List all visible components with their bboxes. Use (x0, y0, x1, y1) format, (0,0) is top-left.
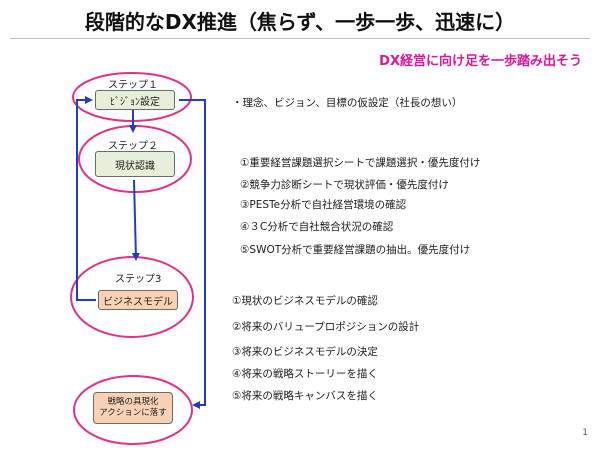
step2-item-1: ①重要経営課題選択シートで課題選択・優先度付け (240, 157, 481, 169)
step3-item-1: ①現状のビジネスモデルの確認 (232, 295, 378, 307)
step1-label: ステップ１ (108, 80, 158, 91)
step1-item: ・理念、ビジョン、目標の仮設定（社長の想い） (232, 97, 463, 109)
title-divider (10, 38, 590, 39)
step2-label: ステップ２ (108, 141, 158, 152)
action-plan-box: 戦略の具現化 アクションに落す (93, 392, 173, 424)
step2-item-4: ④３C分析で自社競合状況の確認 (240, 221, 394, 233)
step3-label: ステップ3 (115, 274, 162, 285)
action-plan-line1: 戦略の具現化 (107, 396, 159, 407)
current-state-box: 現状認識 (95, 151, 175, 177)
business-model-box: ビジネスモデル (98, 290, 178, 310)
slide-subtitle: DX経営に向け足を一歩踏み出そう (379, 54, 582, 69)
page-title: 段階的なDX推進（焦らず、一歩一歩、迅速に） (84, 10, 516, 34)
step3-item-5: ⑤将来の戦略キャンバスを描く (232, 390, 378, 402)
final-highlight-ellipse (73, 375, 193, 445)
step3-item-3: ③将来のビジネスモデルの決定 (232, 346, 378, 358)
feedback-loop-arrow (76, 96, 96, 301)
step3-item-4: ④将来の戦略ストーリーを描く (232, 368, 378, 380)
arrow-step2-to-step3 (131, 179, 140, 261)
step3-item-2: ②将来のバリュープロポジションの設計 (232, 321, 420, 333)
page-number: 1 (582, 428, 588, 438)
step2-item-5: ⑤SWOT分析で重要経営課題の抽出。優先度付け (240, 244, 471, 256)
vision-setting-box: ﾋﾞｼﾞｮﾝ設定 (95, 90, 175, 110)
action-plan-line2: アクションに落す (99, 408, 167, 418)
step2-item-2: ②競争力診断シートで現状評価・優先度付け (240, 179, 449, 191)
vision-to-action-arrow (179, 99, 206, 409)
step2-item-3: ③PESTe分析で自社経営環境の確認 (240, 199, 407, 211)
